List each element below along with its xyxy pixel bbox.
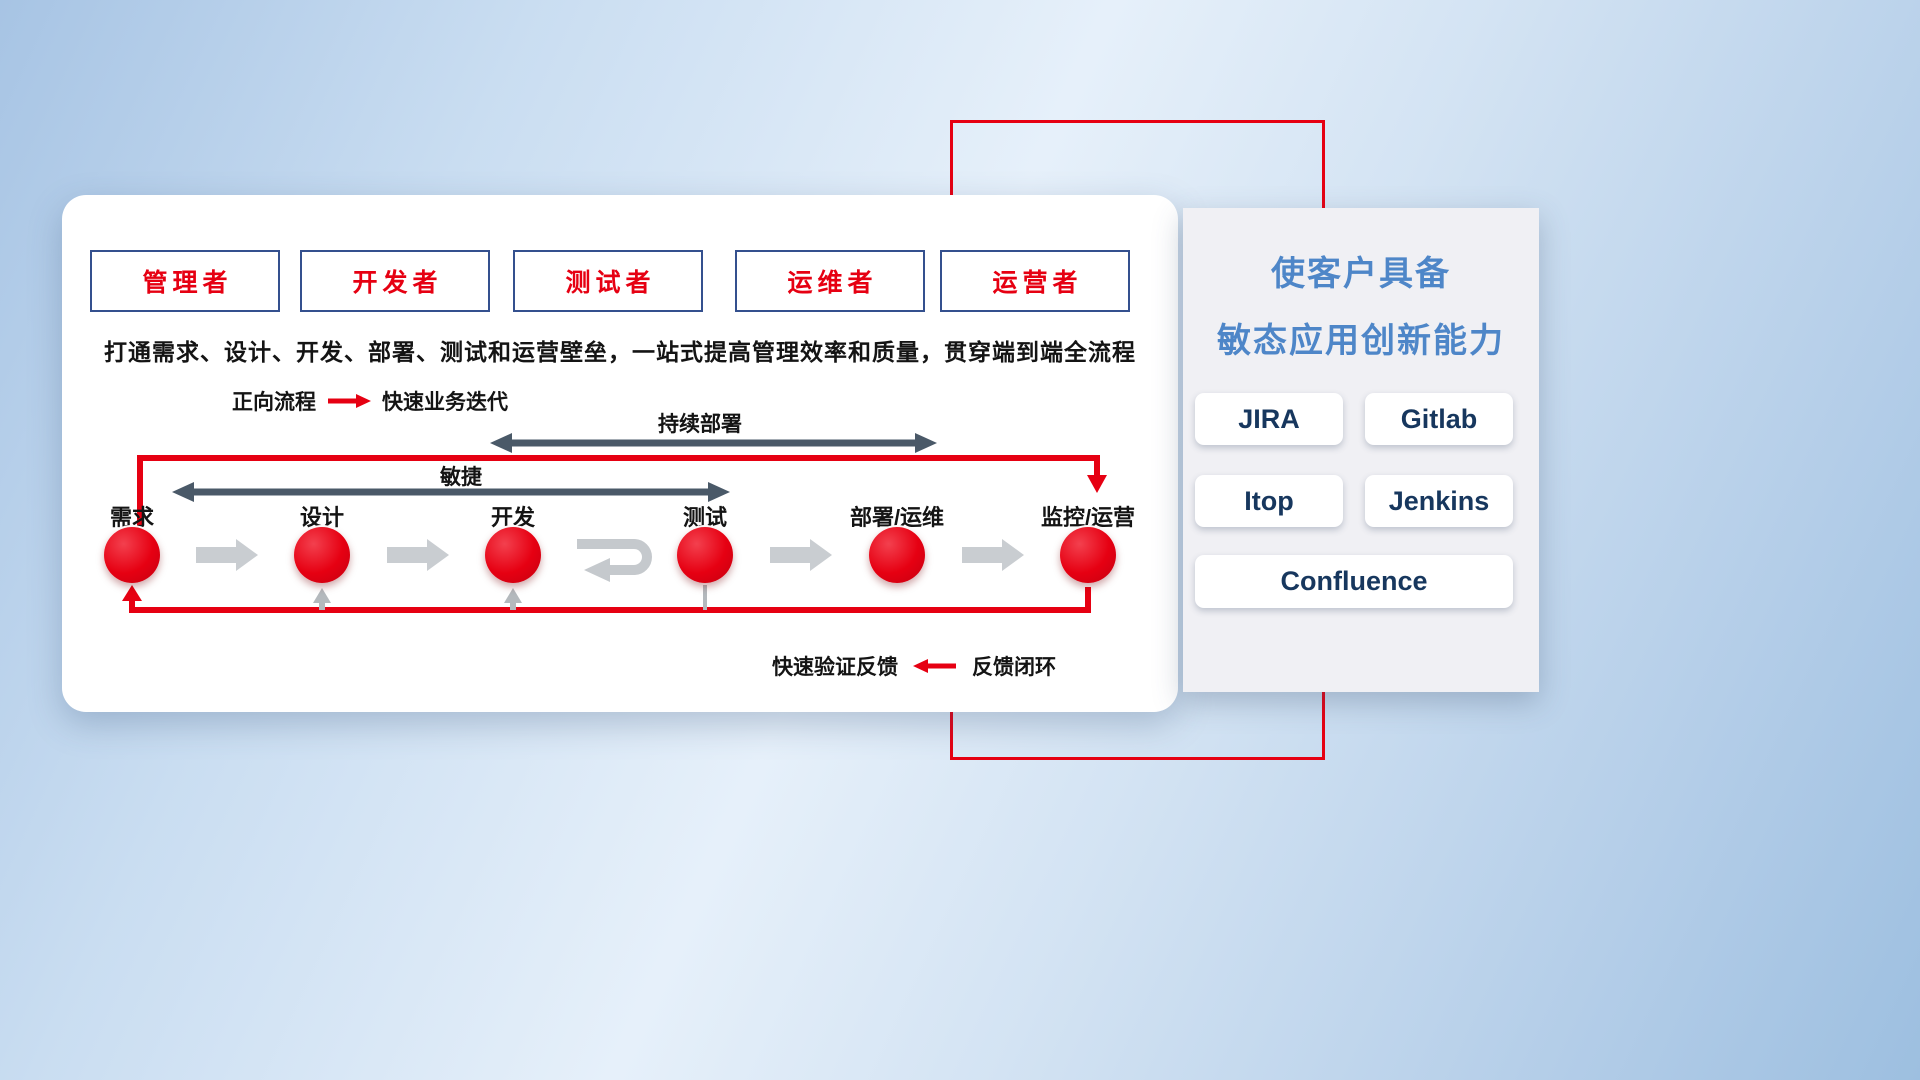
tool-chip-itop: Itop: [1195, 475, 1343, 527]
role-label: 运维者: [787, 269, 878, 297]
node-circle-requirement: [104, 527, 160, 583]
forward-arrow-icon: [328, 394, 371, 408]
legend-forward: 正向流程 快速业务迭代: [232, 388, 508, 414]
feedback-loop-label: 反馈闭环: [972, 656, 1056, 679]
node-circle-develop: [485, 527, 541, 583]
tool-chip-gitlab: Gitlab: [1365, 393, 1513, 445]
tool-chip-jenkins: Jenkins: [1365, 475, 1513, 527]
node-circle-deploy-ops: [869, 527, 925, 583]
role-box-ops: 运维者: [735, 250, 925, 312]
role-box-manager: 管理者: [90, 250, 280, 312]
forward-loop-line: [137, 455, 1107, 529]
node-circle-design: [294, 527, 350, 583]
forward-flow-desc: 快速业务迭代: [382, 391, 508, 414]
capability-panel: 使客户具备 敏态应用创新能力 JIRA Gitlab Itop Jenkins …: [1183, 208, 1539, 692]
panel-title-line2: 敏态应用创新能力: [1217, 322, 1505, 360]
legend-feedback: 快速验证反馈 反馈闭环: [772, 653, 1056, 679]
feedback-arrow-icon: [913, 659, 956, 673]
role-label: 运营者: [992, 269, 1083, 297]
panel-title-line1: 使客户具备: [1271, 255, 1451, 293]
node-circle-test: [677, 527, 733, 583]
continuous-deploy-label: 持续部署: [658, 413, 742, 436]
feedback-loop-line: [122, 585, 1091, 613]
iterate-loop-icon: [577, 539, 652, 582]
role-label: 测试者: [565, 269, 656, 297]
role-box-operator: 运营者: [940, 250, 1130, 312]
feedback-tick-icon: [313, 585, 707, 610]
tool-chip-jira: JIRA: [1195, 393, 1343, 445]
feedback-desc: 快速验证反馈: [772, 656, 898, 679]
agile-label: 敏捷: [440, 466, 482, 489]
role-label: 开发者: [352, 269, 443, 297]
devops-flow-card: 管理者 开发者 测试者 运维者 运营者 打通需求、设计、开发、部署、测试和运营壁…: [62, 195, 1178, 712]
forward-flow-label: 正向流程: [232, 391, 316, 414]
tool-chip-confluence: Confluence: [1195, 555, 1513, 608]
node-circle-monitor-operate: [1060, 527, 1116, 583]
roles-row: 管理者 开发者 测试者 运维者 运营者: [62, 250, 1178, 312]
role-label: 管理者: [142, 269, 233, 297]
flow-description: 打通需求、设计、开发、部署、测试和运营壁垒，一站式提高管理效率和质量，贯穿端到端…: [104, 339, 1136, 365]
role-box-developer: 开发者: [300, 250, 490, 312]
role-box-tester: 测试者: [513, 250, 703, 312]
